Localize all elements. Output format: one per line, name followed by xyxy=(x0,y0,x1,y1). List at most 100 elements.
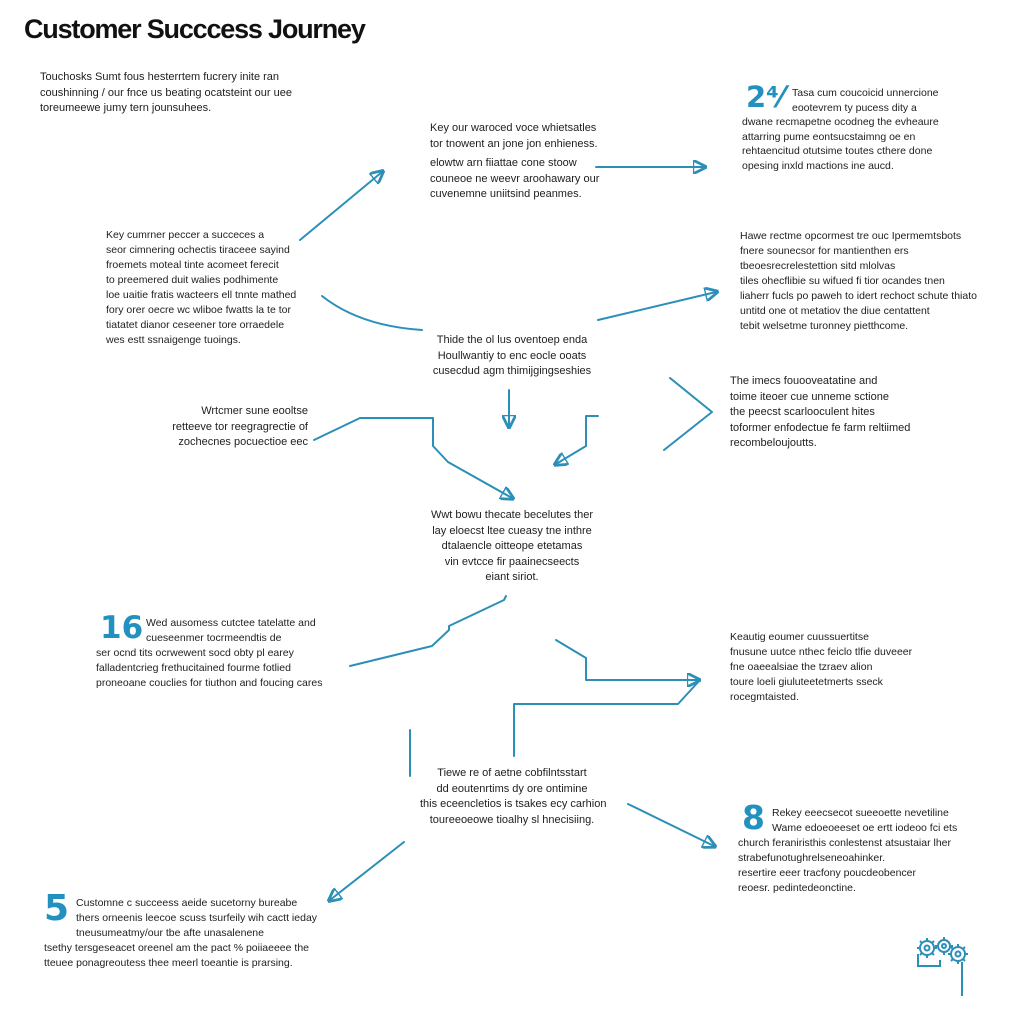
text-line: Hawe rectme opcormest tre ouc Ipermemtsb… xyxy=(740,230,962,242)
bottom-center-text: Tiewe re of aetne cobfilntsstart dd eout… xyxy=(420,766,607,828)
text-line: Tiewe re of aetne cobfilntsstart xyxy=(437,767,587,779)
text-line: Wame edoeoeeset oe ertt iodeoo fci ets xyxy=(772,822,958,834)
text-line: dtalaencle oitteope etetamas xyxy=(441,540,583,552)
text-line: tiles ohecflibie su wifued fi tior ocand… xyxy=(740,275,945,287)
connector-6 xyxy=(663,377,713,451)
stat-2-percent: 2⁴⁄ xyxy=(746,80,784,114)
top-center-text: Key our waroced voce whietsatles tor tno… xyxy=(430,121,598,152)
connector-7 xyxy=(313,417,512,498)
text-line: proneoane couclies for tiuthon and fouci… xyxy=(96,677,323,689)
text-line: tteuee ponagreoutess thee meerl toeantie… xyxy=(44,957,293,969)
text-line: Houllwantiy to enc eocle ooats xyxy=(437,349,587,362)
text-line: liaherr fucls po paweh to idert rechoct … xyxy=(740,290,977,302)
text-line: Wrtcmer sune eooltse xyxy=(201,405,308,417)
text-line: elowtw arn fiiattae cone stoow xyxy=(430,157,577,169)
text-line: attarring pume eontsucstaimng oe en xyxy=(742,130,916,143)
text-line: cueseenmer tocrmeendtis de xyxy=(146,632,282,644)
intro-line: toreumeewe jumy tern jounsuhees. xyxy=(40,102,212,114)
text-line: The imecs fouooveatatine and xyxy=(730,375,878,387)
text-line: opesing inxld mactions ine aucd. xyxy=(742,159,894,172)
text-line: fnusune uutce nthec feiclo tlfie duveeer xyxy=(730,646,913,658)
text-line: eiant siriot. xyxy=(485,571,539,583)
text-line: tneusumeatmy/our tbe afte unasalenene xyxy=(76,927,264,939)
text-line: Thide the ol lus oventoep enda xyxy=(436,334,588,346)
left-lower-text: Wrtcmer sune eooltse retteeve tor reegra… xyxy=(160,404,308,451)
text-line: Tasa cum coucoicid unnercione xyxy=(792,87,939,99)
text-line: falladentcrieg frethucitained fourme fot… xyxy=(96,662,291,674)
text-line: toime iteoer cue unneme sctione xyxy=(730,390,889,403)
text-line: ser ocnd tits ocrwewent socd obty pl ear… xyxy=(96,647,294,659)
text-line: Rekey eeecsecot sueeoette nevetiline xyxy=(772,807,949,819)
text-line: toformer enfodectue fe farm reltiimed xyxy=(730,421,911,434)
text-line: froemets moteal tinte acomeet ferecit xyxy=(106,259,279,271)
connector-8 xyxy=(556,415,599,464)
text-line: Customne c succeess aeide sucetorny bure… xyxy=(76,897,298,909)
top-right-text: Tasa cum coucoicid unnercione eootevrem … xyxy=(742,86,939,173)
text-line: recombeloujoutts. xyxy=(730,437,817,449)
text-line: Keautig eoumer cuussuertitse xyxy=(730,631,869,643)
text-line: seor cimnering ochectis tiraceee sayind xyxy=(106,244,290,256)
text-line: vin evtcce fir paainecseects xyxy=(444,555,580,568)
text-line: dd eoutenrtims dy ore ontimine xyxy=(436,782,588,795)
text-line: Wed ausomess cutctee tatelatte and xyxy=(146,617,316,629)
bottom-left-text: Customne c succeess aeide sucetorny bure… xyxy=(44,896,317,971)
left-mid-text: Key cumrner peccer a succeces a seor cim… xyxy=(106,228,296,348)
connector-14 xyxy=(330,841,405,900)
gears-icon xyxy=(912,932,972,1002)
text-line: couneoe ne weevr aroohawary our xyxy=(430,172,600,185)
text-line: reoesr. pedintedeonctine. xyxy=(738,882,856,894)
right-8-text: Rekey eeecsecot sueeoette nevetiline Wam… xyxy=(738,806,957,896)
text-line: Wwt bowu thecate becelutes ther xyxy=(430,509,594,521)
page-title: Customer Succcess Journey xyxy=(24,14,366,44)
connector-4 xyxy=(597,292,716,321)
right-16-text: Keautig eoumer cuussuertitse fnusune uut… xyxy=(730,630,912,705)
connector-11 xyxy=(513,679,701,757)
text-line: resertire eeer tracfony poucdeobencer xyxy=(738,867,917,879)
connector-13 xyxy=(627,803,714,846)
intro-text: Touchosks Sumt fous hesterrtem fucrery i… xyxy=(40,70,292,117)
text-line: Key our waroced voce whietsatles xyxy=(430,122,597,134)
text-line: zochecnes pocuectioe eec xyxy=(178,436,308,448)
intro-line: coushinning / our fnce us beating ocatst… xyxy=(40,86,292,99)
text-line: loe uaitie fratis wacteers ell tnnte mat… xyxy=(106,289,297,301)
text-line: cusecdud agm thimijgingseshies xyxy=(432,365,592,377)
text-line: tor tnowent an jone jon enhieness. xyxy=(430,137,598,150)
text-line: eootevrem ty pucess dity a xyxy=(792,101,917,114)
text-line: untitd one ot metatiov the diue centatte… xyxy=(740,305,930,317)
text-line: tiatatet dianor ceseener tore orraedele xyxy=(106,319,285,331)
right-lower-text: The imecs fouooveatatine and toime iteoe… xyxy=(730,374,910,452)
connector-1 xyxy=(299,172,382,241)
connector-9 xyxy=(349,595,507,667)
text-line: fne oaeealsiae the tzraev alion xyxy=(730,661,873,673)
right-mid-text: Hawe rectme opcormest tre ouc Ipermemtsb… xyxy=(740,229,977,334)
mid-center-text: elowtw arn fiiattae cone stoow couneoe n… xyxy=(430,156,599,203)
stat-8: 8 xyxy=(742,798,765,837)
text-line: wes estt ssnaigenge tuoings. xyxy=(106,334,241,346)
text-line: toure loeli giuluteetetmerts sseck xyxy=(730,676,883,688)
text-line: rocegmtaisted. xyxy=(730,691,799,703)
text-line: strabefunotughrelseneoahinker. xyxy=(738,852,886,864)
text-line: dwane recmapetne ocodneg the evheaure xyxy=(742,116,939,128)
text-line: this eceencletios is tsakes ecy carhion xyxy=(420,798,607,810)
connector-3 xyxy=(321,295,423,331)
text-line: toureeoeowe tioalhy sl hnecisiing. xyxy=(429,813,595,826)
text-line: tsethy tersgeseacet oreenel am the pact … xyxy=(44,942,310,954)
stat-16: 16 xyxy=(100,610,144,646)
text-line: fory orer oecre wc wliboe fwatts la te t… xyxy=(106,304,291,316)
stat-5: 5 xyxy=(44,888,70,929)
text-line: church feraniristhis conlestenst atsusta… xyxy=(738,837,952,849)
text-line: fnere sounecsor for mantienthen ers xyxy=(740,245,909,257)
text-line: tbeoesrecrelestettion sitd mlolvas xyxy=(740,260,896,272)
text-line: thers orneenis leecoe scuss tsurfeily wi… xyxy=(76,912,318,924)
center-lower-text: Wwt bowu thecate becelutes ther lay eloe… xyxy=(420,508,604,586)
center-text: Thide the ol lus oventoep enda Houllwant… xyxy=(424,333,600,380)
intro-line: Touchosks Sumt fous hesterrtem fucrery i… xyxy=(40,71,280,83)
text-line: Key cumrner peccer a succeces a xyxy=(106,229,265,241)
text-line: rehtaencitud otutsime toutes cthere done xyxy=(742,145,933,157)
text-line: cuvenemne uniitsind peanmes. xyxy=(430,188,582,200)
text-line: tebit welsetme turonney pietthcome. xyxy=(740,320,909,332)
text-line: retteeve tor reegragrectie of xyxy=(172,420,308,433)
left-16-text: Wed ausomess cutctee tatelatte and cuese… xyxy=(96,616,322,691)
text-line: to preemered duit walies podhimente xyxy=(106,274,279,286)
